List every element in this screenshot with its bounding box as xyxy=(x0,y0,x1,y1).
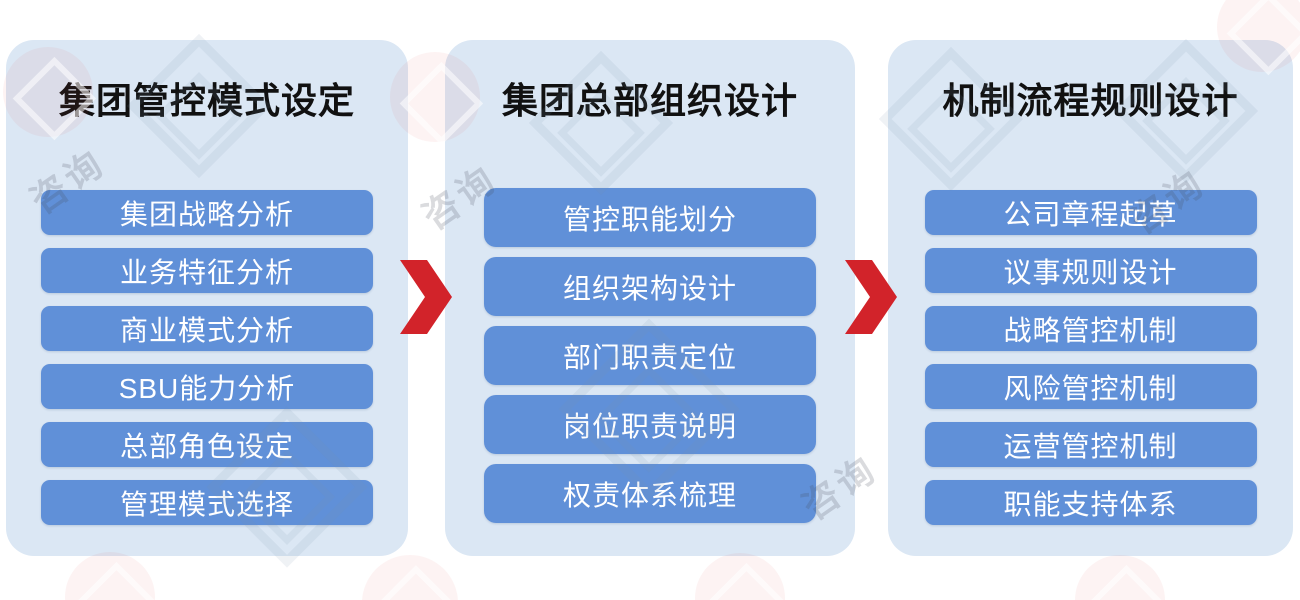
stage-3-title: 机制流程规则设计 xyxy=(942,80,1239,121)
stage-3-steps: 公司章程起草 议事规则设计 战略管控机制 风险管控机制 运营管控机制 职能支持体… xyxy=(924,190,1257,525)
stage-2-title: 集团总部组织设计 xyxy=(501,80,798,121)
stage-panel-3: 机制流程规则设计 公司章程起草 议事规则设计 战略管控机制 风险管控机制 运营管… xyxy=(888,40,1293,556)
watermark-stamp-icon xyxy=(695,553,788,600)
step-item: 管理模式选择 xyxy=(41,480,373,525)
stage-1-title: 集团管控模式设定 xyxy=(58,80,355,121)
step-item: 岗位职责说明 xyxy=(484,395,816,454)
step-item: 业务特征分析 xyxy=(41,248,373,293)
step-item: SBU能力分析 xyxy=(41,364,373,409)
step-item: 部门职责定位 xyxy=(484,326,816,385)
watermark-stamp-icon xyxy=(1075,555,1168,600)
stage-2-steps: 管控职能划分 组织架构设计 部门职责定位 岗位职责说明 权责体系梳理 xyxy=(484,188,816,523)
step-item: 总部角色设定 xyxy=(41,422,373,467)
step-item: 权责体系梳理 xyxy=(484,464,816,523)
stage-panel-1: 集团管控模式设定 集团战略分析 业务特征分析 商业模式分析 SBU能力分析 总部… xyxy=(6,40,408,556)
step-item: 战略管控机制 xyxy=(924,306,1257,351)
step-item: 运营管控机制 xyxy=(924,422,1257,467)
step-item: 公司章程起草 xyxy=(924,190,1257,235)
step-item: 商业模式分析 xyxy=(41,306,373,351)
step-item: 管控职能划分 xyxy=(484,188,816,247)
watermark-stamp-icon xyxy=(65,552,158,600)
step-item: 组织架构设计 xyxy=(484,257,816,316)
stage-panel-2: 集团总部组织设计 管控职能划分 组织架构设计 部门职责定位 岗位职责说明 权责体… xyxy=(445,40,855,556)
step-item: 集团战略分析 xyxy=(41,190,373,235)
step-item: 风险管控机制 xyxy=(924,364,1257,409)
step-item: 议事规则设计 xyxy=(924,248,1257,293)
stage-1-steps: 集团战略分析 业务特征分析 商业模式分析 SBU能力分析 总部角色设定 管理模式… xyxy=(41,190,373,525)
step-item: 职能支持体系 xyxy=(924,480,1257,525)
watermark-stamp-icon xyxy=(362,555,460,600)
